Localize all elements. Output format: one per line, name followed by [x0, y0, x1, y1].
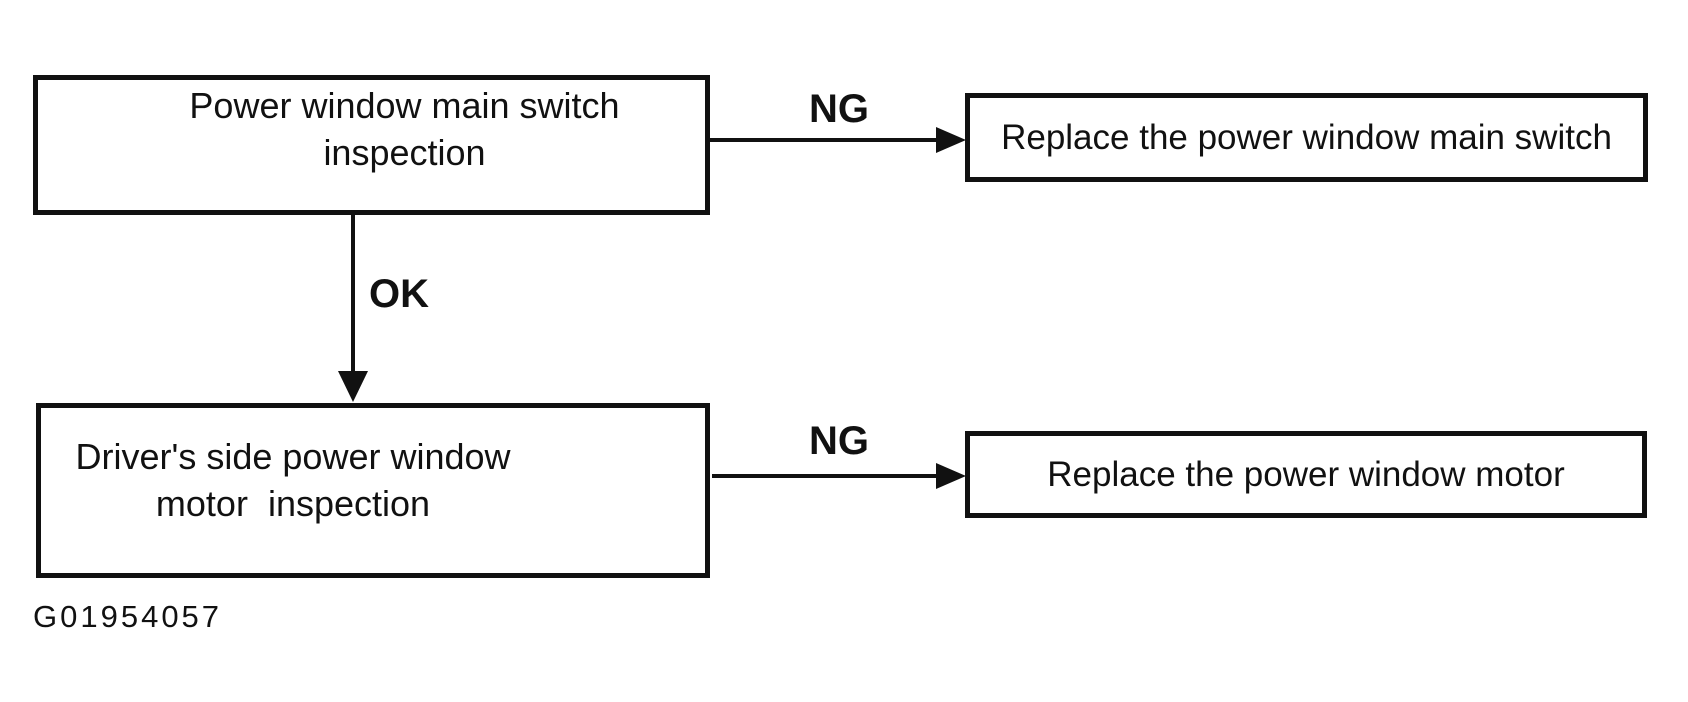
node-replace-motor: Replace the power window motor: [965, 431, 1647, 518]
node-main-switch-inspection: Power window main switch inspection: [33, 75, 710, 215]
edge-label-ng-top: NG: [809, 87, 869, 131]
edge-label-ng-bottom: NG: [809, 419, 869, 463]
edge-ok-line: [351, 213, 355, 372]
edge-ng-bottom-line: [712, 474, 938, 478]
edge-label-ok: OK: [369, 272, 429, 316]
node-motor-inspection: Driver's side power window motor inspect…: [36, 403, 710, 578]
arrowhead-right-icon: [936, 463, 966, 489]
arrowhead-down-icon: [338, 371, 368, 402]
figure-id-caption: G01954057: [33, 599, 223, 634]
edge-ng-top-line: [710, 138, 938, 142]
node-replace-main-switch: Replace the power window main switch: [965, 93, 1648, 182]
arrowhead-right-icon: [936, 127, 966, 153]
